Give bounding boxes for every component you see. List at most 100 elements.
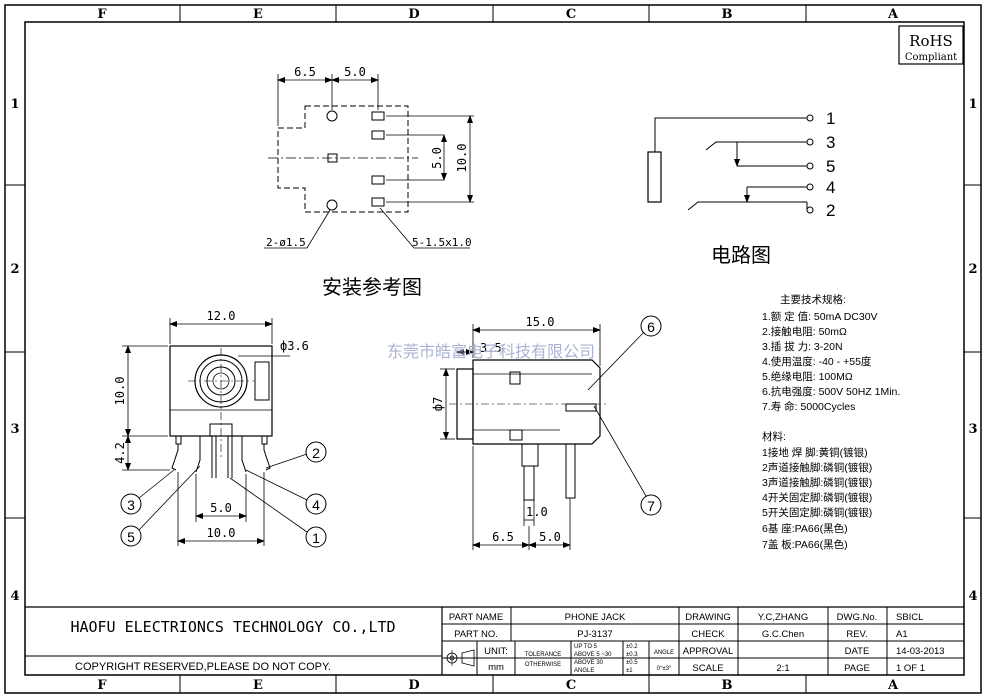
zone-column-label: A <box>887 7 899 22</box>
dimension-label: 6.5 <box>294 65 316 79</box>
dimension-label: 1.0 <box>526 505 548 519</box>
circuit-pin-label: 3 <box>826 133 835 152</box>
callout-number: 1 <box>312 530 320 546</box>
drawing-label: DRAWING <box>685 612 731 623</box>
tolerance-value: ±1 <box>626 668 633 674</box>
dwg-no-label: DWG.No. <box>837 612 878 623</box>
spec-line: 4.使用温度: -40 - +55度 <box>762 355 872 368</box>
tolerance-range: ABOVE 5 ~30 <box>574 652 612 658</box>
zone-column-label: E <box>253 678 263 693</box>
spec-line: 3.插 拔 力: 3-20N <box>762 340 843 353</box>
company-name: HAOFU ELECTRIONCS TECHNOLOGY CO.,LTD <box>70 618 395 636</box>
circuit-pin-label: 5 <box>826 157 835 176</box>
zone-column-label: B <box>722 7 733 22</box>
zone-column-label: A <box>887 678 899 693</box>
dimension-label: 5.0 <box>210 501 232 515</box>
zone-row-label: 2 <box>968 262 977 277</box>
holes-callout: 2-ø1.5 <box>266 236 306 249</box>
spec-line: 6.抗电强度: 500V 50HZ 1Min. <box>762 385 900 398</box>
part-no-label: PART NO. <box>454 629 498 640</box>
dimension-label: 10.0 <box>207 526 236 540</box>
date-label: DATE <box>845 646 870 657</box>
mounting-layout: 6.5 5.0 5.0 10.0 2-ø1.5 5-1.5x1.0 安装参考图 <box>264 65 474 299</box>
watermark-text: 东莞市皓富电子科技有限公司 <box>387 343 595 361</box>
drawing-by: Y.C,ZHANG <box>758 612 809 623</box>
dimension-label: 6.5 <box>492 530 514 544</box>
circuit-pin-label: 1 <box>826 109 835 128</box>
spec-line: 2.接触电阻: 50mΩ <box>762 325 847 338</box>
circuit-pin-label: 4 <box>826 178 835 197</box>
material-line: 1接地 焊 脚:黄铜(镀银) <box>762 446 868 459</box>
zone-column-label: D <box>408 678 419 693</box>
specs-title: 主要技术规格: <box>780 293 846 306</box>
material-line: 5开关固定脚:磷铜(镀银) <box>762 506 872 519</box>
angle-value: 0°±3° <box>657 666 672 672</box>
date-value: 14-03-2013 <box>896 646 945 657</box>
zone-row-label: 4 <box>968 589 977 604</box>
sheet-frame <box>4 4 982 694</box>
circuit-diagram: 1 3 5 4 2 电路图 <box>647 109 835 267</box>
page-value: 1 OF 1 <box>896 663 925 674</box>
compliant-label: Compliant <box>905 52 957 63</box>
specs-block: 主要技术规格: 1.额 定 值: 50mA DC30V 2.接触电阻: 50mΩ… <box>762 293 900 413</box>
material-line: 2声道接触脚:磷铜(镀银) <box>762 461 872 474</box>
dimension-label: 10.0 <box>113 377 127 406</box>
material-line: 3声道接触脚:磷铜(镀银) <box>762 476 872 489</box>
scale-label: SCALE <box>692 663 723 674</box>
tolerance-value: ±0.3 <box>626 652 638 658</box>
callout-number: 7 <box>647 498 655 514</box>
mounting-hole <box>326 199 338 211</box>
sleeve-symbol <box>647 151 662 203</box>
materials-title: 材料: <box>762 430 786 443</box>
otherwise-label: OTHERWISE <box>525 662 561 668</box>
zone-column-label: F <box>97 7 107 22</box>
zone-rows-left: 1 2 3 4 <box>10 97 19 604</box>
tolerance-range: UP TO 5 <box>574 644 598 650</box>
callout-number: 5 <box>127 529 135 545</box>
zone-column-label: D <box>408 7 419 22</box>
zone-columns-top: F E D C B A <box>97 7 899 22</box>
dimension-label: 12.0 <box>207 309 236 323</box>
rohs-label: RoHS <box>909 32 953 50</box>
dimension-label: 10.0 <box>455 144 469 173</box>
tolerance-value: ±0.5 <box>626 660 638 666</box>
part-name-value: PHONE JACK <box>565 612 626 623</box>
approval-label: APPROVAL <box>683 646 734 657</box>
check-label: CHECK <box>691 629 725 640</box>
zone-column-label: C <box>566 7 576 22</box>
rev-label: REV. <box>846 629 867 640</box>
zone-row-label: 3 <box>10 422 19 437</box>
material-line: 6基 座:PA66(黑色) <box>762 522 848 535</box>
zone-column-label: E <box>253 7 263 22</box>
dimension-label: 15.0 <box>526 315 555 329</box>
zone-row-label: 1 <box>968 97 977 112</box>
tolerance-range: ABOVE 30 <box>574 660 604 666</box>
zone-rows-right: 1 2 3 4 <box>968 97 977 604</box>
circuit-title: 电路图 <box>711 244 771 267</box>
dimension-label: ф7 <box>431 397 445 411</box>
dimension-label: ф3.6 <box>280 339 309 353</box>
tolerance-label: TOLERANCE <box>525 652 562 658</box>
dimension-label: 5.0 <box>344 65 366 79</box>
slots-callout: 5-1.5x1.0 <box>412 236 472 249</box>
part-no-value: PJ-3137 <box>577 629 612 640</box>
part-name-label: PART NAME <box>449 612 503 623</box>
materials-block: 材料: 1接地 焊 脚:黄铜(镀银) 2声道接触脚:磷铜(镀银) 3声道接触脚:… <box>762 430 872 551</box>
mounting-title: 安装参考图 <box>322 276 422 299</box>
callout-number: 6 <box>647 319 655 335</box>
circuit-pin-label: 2 <box>826 201 835 220</box>
spec-line: 5.绝缘电阻: 100MΩ <box>762 370 853 383</box>
zone-column-label: F <box>97 678 107 693</box>
zone-row-label: 1 <box>10 97 19 112</box>
check-by: G.C.Chen <box>762 629 804 640</box>
title-block: HAOFU ELECTRIONCS TECHNOLOGY CO.,LTD COP… <box>25 606 964 675</box>
dimension-label: 3.5 <box>480 341 502 355</box>
pin-slot <box>371 197 385 207</box>
mounting-hole <box>326 110 338 122</box>
pin-slot <box>371 130 385 140</box>
front-view: 12.0 ф3.6 10.0 4.2 5.0 10.0 2 3 4 5 1 <box>113 309 327 548</box>
page-label: PAGE <box>844 663 870 674</box>
projection-symbol-icon <box>444 649 475 667</box>
scale-value: 2:1 <box>776 663 789 674</box>
